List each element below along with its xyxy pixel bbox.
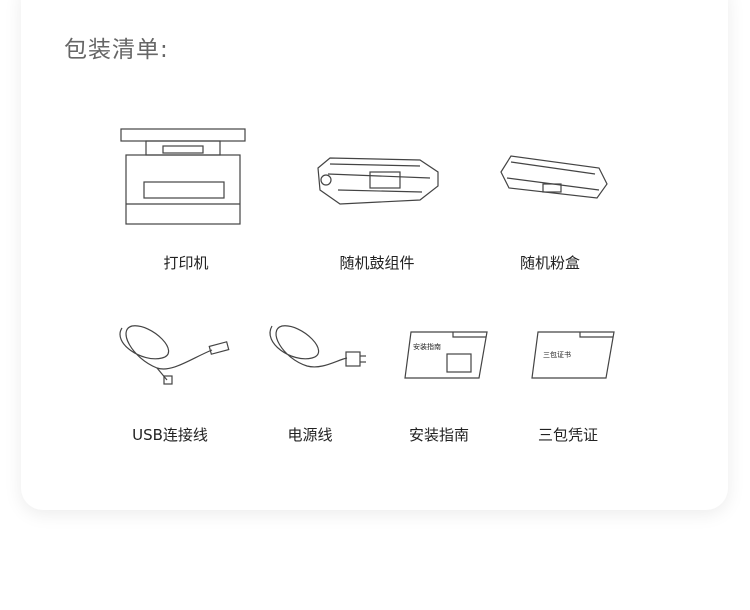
item-label-guide: 安装指南 (408, 426, 469, 444)
item-label-toner: 随机粉盒 (519, 254, 580, 272)
printer-icon (120, 128, 246, 225)
packing-list-card (21, 0, 728, 510)
warranty-cover-text: 三包证书 (543, 351, 571, 359)
item-label-usb: USB连接线 (132, 426, 208, 444)
item-label-drum: 随机鼓组件 (339, 254, 415, 272)
install-guide-icon: 安装指南 (403, 330, 491, 382)
page-title: 包装清单: (64, 37, 169, 63)
warranty-card-icon: 三包证书 (530, 330, 618, 382)
item-label-power: 电源线 (287, 426, 333, 444)
toner-cartridge-icon (500, 155, 608, 199)
item-label-printer: 打印机 (163, 254, 209, 272)
item-label-warranty: 三包凭证 (537, 426, 598, 444)
guide-cover-text: 安装指南 (413, 343, 441, 351)
power-cord-icon (269, 325, 366, 368)
drum-unit-icon (317, 157, 439, 205)
usb-cable-icon (119, 325, 230, 385)
